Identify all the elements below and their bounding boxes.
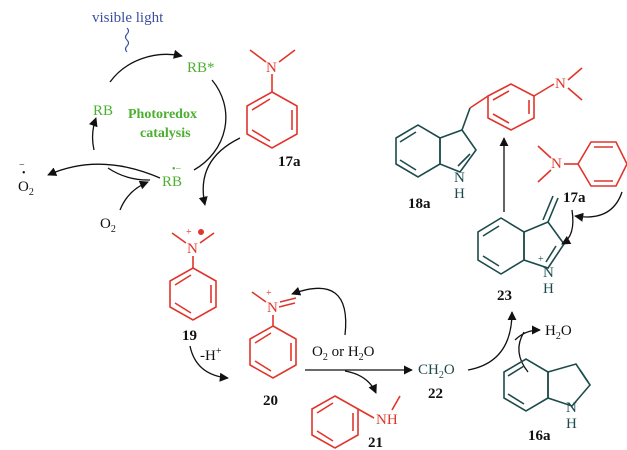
water-product-label: H2O xyxy=(545,323,572,342)
23-nitrogen: N xyxy=(543,265,554,281)
compound-17a: N 17a xyxy=(246,49,301,170)
superoxide-arrow xyxy=(47,163,161,179)
23-benzene-ring xyxy=(477,217,525,275)
rb-radical-anion-charge: •− xyxy=(172,164,182,175)
rb-radical-anion-label: RB xyxy=(162,174,182,190)
16a-nitrogen: N xyxy=(566,400,577,416)
photoredox-cycle: RB* RB RB •− Photoredox catalysis xyxy=(88,49,227,190)
photoredox-title: Photoredox xyxy=(128,107,197,122)
oxygen-label: O2 xyxy=(100,216,116,235)
formaldehyde-formula: CH2O xyxy=(418,362,455,381)
17a-second-nitrogen: N xyxy=(551,156,562,172)
compound-20: + N 20 xyxy=(249,288,297,409)
side-product-arrow xyxy=(344,370,377,394)
18a-benzene-ring xyxy=(395,124,441,178)
23-hydrogen: H xyxy=(543,281,554,297)
deprotonation-arrow xyxy=(189,345,229,382)
16a-number: 16a xyxy=(528,428,551,444)
rb-label: RB xyxy=(93,103,113,119)
nucleophile-attack-arrow xyxy=(291,286,347,336)
superoxide-radical-dot: • xyxy=(22,168,26,179)
compound-17a-second: N 17a xyxy=(537,141,627,206)
cycle-arc-bottom xyxy=(107,167,151,181)
compound-18a: N H N 18a xyxy=(395,67,583,212)
18a-hydrogen: H xyxy=(454,186,465,202)
o2-or-water-label: O2 or H2O xyxy=(312,344,375,363)
23-pyrrole-ring xyxy=(523,221,565,269)
20-charge: + xyxy=(266,288,272,299)
21-number: 21 xyxy=(368,435,383,450)
20-nitrogen: N xyxy=(267,300,278,316)
indole-joining-arrow xyxy=(518,331,529,373)
18a-aryl-ring xyxy=(487,83,535,131)
19-radical-dot xyxy=(198,229,204,235)
compound-21: NH 21 xyxy=(311,395,401,450)
light-wave-icon xyxy=(124,27,130,53)
18a-nitrogen: N xyxy=(454,170,465,186)
19-benzene-ring xyxy=(169,267,217,321)
21-benzene-ring xyxy=(311,395,359,449)
compound-16a: N H 16a xyxy=(503,358,592,444)
16a-pyrrole-ring xyxy=(547,363,592,407)
19-charge: + xyxy=(186,227,192,238)
17a-second-benzene-ring xyxy=(577,141,627,187)
19-number: 19 xyxy=(182,328,197,344)
cycle-arc-right xyxy=(193,79,227,171)
oxygen-input-arrow xyxy=(119,180,149,211)
17a-nitrogen: N xyxy=(266,60,277,76)
17a-second-attack-arrow xyxy=(574,191,623,222)
compound-19: + N 19 xyxy=(169,227,217,344)
21-nh: NH xyxy=(376,412,398,428)
20-number: 20 xyxy=(263,393,278,409)
16a-benzene-ring xyxy=(503,358,549,412)
17a-number: 17a xyxy=(278,154,301,170)
rb-star-label: RB* xyxy=(187,60,215,76)
electron-transfer-arrow xyxy=(198,137,241,206)
superoxide-minus: − xyxy=(19,160,25,171)
19-nitrogen: N xyxy=(187,241,198,257)
compound-23: + N H 23 xyxy=(477,195,565,304)
23-charge: + xyxy=(538,254,544,265)
deprotonation-label: -H+ xyxy=(200,346,222,364)
20-benzene-ring xyxy=(249,325,297,379)
17a-benzene-ring xyxy=(246,91,298,149)
16a-hydrogen: H xyxy=(566,416,577,432)
18a-pyrrole-ring xyxy=(439,129,477,173)
18a-amine-nitrogen: N xyxy=(555,76,566,92)
23-number: 23 xyxy=(497,288,512,304)
water-release-arrow xyxy=(514,325,541,341)
22-number: 22 xyxy=(428,386,443,402)
superoxide-label: O2 xyxy=(18,179,34,198)
18a-number: 18a xyxy=(408,196,431,212)
condensation-arrow xyxy=(467,311,517,371)
catalysis-title: catalysis xyxy=(140,126,191,141)
17a-second-number: 17a xyxy=(563,190,586,206)
cycle-arc-left xyxy=(88,117,98,151)
cycle-arc-top xyxy=(109,49,183,83)
second-attack-arrow xyxy=(561,209,574,245)
visible-light-label: visible light xyxy=(92,10,164,26)
